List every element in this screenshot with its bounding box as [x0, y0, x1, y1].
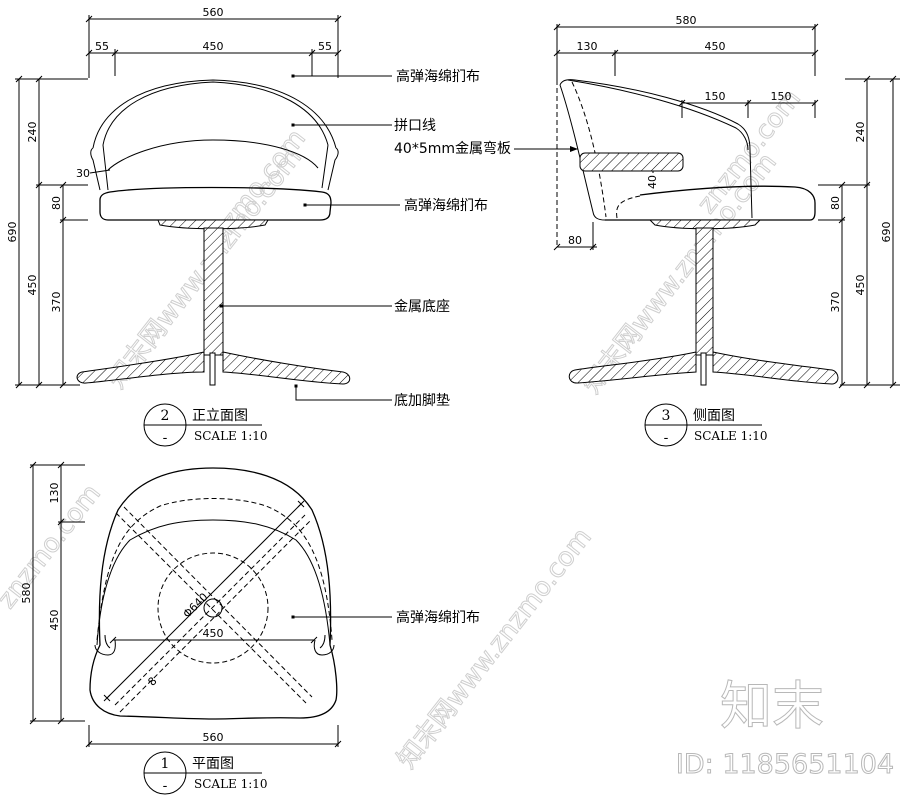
plan-title-block: 1 - 平面图 SCALE 1:10 [143, 751, 268, 795]
callout-foot-pad: 底加脚垫 [394, 393, 450, 409]
svg-text:560: 560 [203, 6, 224, 19]
callout-metal-plate: 40*5mm金属弯板 [394, 140, 511, 157]
svg-text:560: 560 [203, 731, 224, 744]
svg-text:80: 80 [829, 196, 842, 210]
svg-text:3: 3 [662, 408, 671, 424]
svg-text:150: 150 [705, 90, 726, 103]
front-base [76, 227, 351, 386]
svg-text:-: - [163, 430, 168, 446]
svg-text:SCALE 1:10: SCALE 1:10 [194, 777, 268, 791]
svg-text:1: 1 [161, 756, 170, 772]
svg-text:580: 580 [20, 583, 33, 604]
svg-text:450: 450 [48, 610, 61, 631]
svg-text:80: 80 [50, 196, 63, 210]
side-chair-body [559, 79, 816, 230]
plan-dims-left: 580 130 450 [20, 461, 85, 725]
side-dims-right: 240 690 80 450 370 [818, 75, 900, 389]
svg-text:Φ640: Φ640 [180, 590, 210, 620]
watermark-diagonal: 知末网www.znzmo.com znzmo.com 知末网www.znzmo.… [0, 83, 807, 775]
svg-text:690: 690 [6, 222, 19, 243]
svg-text:侧面图: 侧面图 [693, 408, 735, 424]
side-base [568, 227, 839, 386]
svg-text:-: - [664, 430, 669, 446]
plan-chair-outline: Φ640 8 450 [89, 467, 338, 720]
svg-text:240: 240 [854, 122, 867, 143]
svg-text:450: 450 [705, 40, 726, 53]
svg-text:690: 690 [880, 222, 893, 243]
svg-text:450: 450 [854, 275, 867, 296]
svg-text:80: 80 [568, 234, 582, 247]
side-dims-left: 80 40 [553, 80, 659, 251]
svg-text:8: 8 [145, 674, 159, 688]
callout-fabric-top: 高弹海绵扪布 [396, 68, 480, 85]
svg-text:240: 240 [26, 122, 39, 143]
svg-text:30: 30 [76, 167, 90, 180]
front-callouts: 高弹海绵扪布 拼口线 40*5mm金属弯板 高弹海绵扪布 金属底座 底加脚垫 [219, 68, 578, 409]
brand-logo-text: 知末 [720, 677, 824, 737]
svg-text:370: 370 [50, 292, 63, 313]
front-dims-left: 690 240 450 80 370 30 [6, 75, 111, 389]
callout-seam-line: 拼口线 [394, 118, 436, 134]
svg-text:知末网www.znzmo.com: 知末网www.znzmo.com [392, 523, 598, 775]
brand-watermark: 知末 ID: 1185651104 [675, 677, 894, 781]
svg-text:55: 55 [318, 40, 332, 53]
svg-text:370: 370 [829, 292, 842, 313]
svg-text:55: 55 [95, 40, 109, 53]
svg-text:150: 150 [771, 90, 792, 103]
svg-text:平面图: 平面图 [192, 756, 234, 772]
svg-text:SCALE 1:10: SCALE 1:10 [694, 429, 768, 443]
callout-fabric-plan: 高弹海绵扪布 [396, 609, 480, 626]
svg-text:130: 130 [577, 40, 598, 53]
svg-text:-: - [163, 778, 168, 794]
callout-metal-base: 金属底座 [394, 299, 450, 315]
front-dims-top: 560 55 450 55 [85, 6, 342, 78]
svg-text:450: 450 [203, 627, 224, 640]
side-dims-top: 580 130 450 150 150 [553, 14, 819, 118]
svg-text:40: 40 [646, 175, 659, 189]
svg-text:580: 580 [676, 14, 697, 27]
watermark-id: ID: 1185651104 [676, 749, 894, 780]
svg-text:450: 450 [26, 275, 39, 296]
callout-fabric-seat: 高弹海绵扪布 [404, 197, 488, 214]
front-chair-body [90, 79, 339, 230]
svg-text:SCALE 1:10: SCALE 1:10 [194, 429, 268, 443]
plan-callouts: 高弹海绵扪布 [291, 609, 480, 626]
svg-text:130: 130 [48, 483, 61, 504]
side-title-block: 3 - 侧面图 SCALE 1:10 [644, 403, 768, 447]
svg-text:450: 450 [203, 40, 224, 53]
plan-dims-bottom: 560 [85, 725, 342, 748]
front-title-block: 2 - 正立面图 SCALE 1:10 [143, 403, 268, 447]
plan-view: 580 130 450 560 Φ640 8 [20, 461, 480, 795]
front-elevation: 560 55 450 55 690 240 450 80 370 30 [6, 6, 578, 447]
svg-text:正立面图: 正立面图 [192, 408, 248, 424]
svg-text:2: 2 [161, 408, 170, 424]
side-elevation: 580 130 450 150 150 240 690 80 450 370 [553, 14, 900, 447]
